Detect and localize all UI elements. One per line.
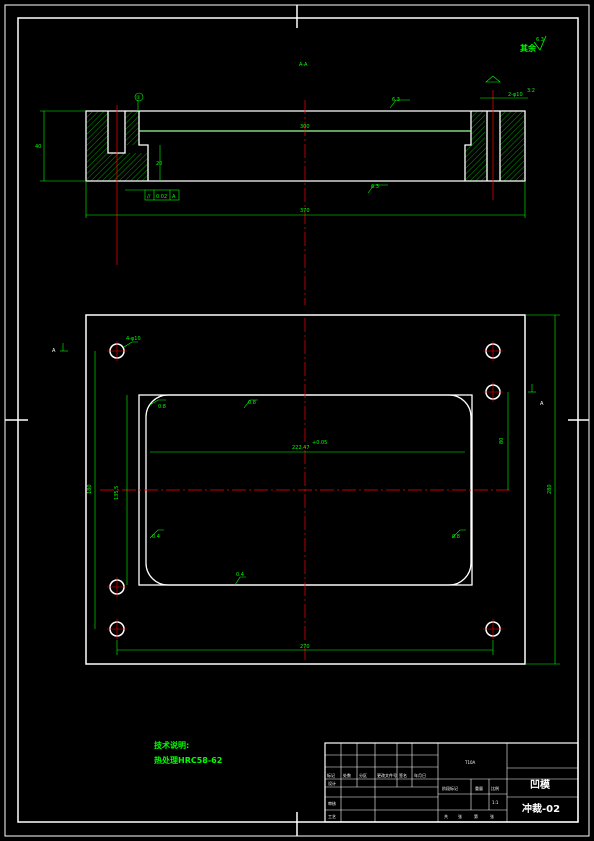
- tb-drawing-no: 冲裁-02: [522, 802, 560, 815]
- tolerance-datum: A: [172, 194, 176, 200]
- section-mark: A-A: [299, 62, 308, 68]
- datum-mark: ①: [136, 95, 141, 101]
- hatch-right-3: [465, 145, 487, 181]
- tb-sheet-1: 共: [444, 813, 448, 819]
- roughness-side: 6.3: [371, 184, 379, 190]
- roughness-3: 0.4: [152, 534, 160, 540]
- hole-callout: 2-φ10: [508, 92, 523, 98]
- section-label-a-right: A: [540, 401, 544, 407]
- tb-sheet-4: 张: [490, 813, 494, 819]
- global-roughness: 其余 6.3: [520, 35, 547, 53]
- roughness-global-value: 6.3: [536, 37, 544, 43]
- hole-roughness: 3.2: [527, 88, 535, 94]
- roughness-1: 0.8: [158, 404, 166, 410]
- dim-opening-height: 135.5: [114, 486, 120, 500]
- tb-sheet-3: 第: [474, 813, 478, 819]
- roughness-top: 6.3: [392, 97, 400, 103]
- tb-scale-label: 比例: [491, 785, 499, 791]
- tb-stage-mark: 阶段标记: [442, 785, 458, 791]
- tolerance-frame: // 0.02 A: [144, 189, 180, 201]
- dim-right-outer: 280: [547, 484, 553, 494]
- tb-header-5: 签名: [399, 772, 407, 778]
- tb-header-4: 更改文件号: [377, 772, 397, 778]
- dim-opening-width-tol: +0.05: [312, 440, 327, 446]
- hole-tl: [107, 341, 127, 361]
- tb-role-review: 审核: [328, 800, 336, 806]
- tolerance-value: 0.02: [156, 194, 167, 200]
- dim-right-inner: 80: [499, 438, 505, 444]
- holes: [107, 341, 503, 639]
- roughness-2: 0.8: [248, 400, 256, 406]
- tb-material: T10A: [464, 760, 476, 765]
- dim-bottom: 270: [300, 644, 310, 650]
- section-label-a-left: A: [52, 348, 56, 354]
- dim-width-inner: 300: [300, 124, 310, 130]
- dim-pitch-height: 180: [87, 484, 93, 494]
- dim-depth-pocket: 20: [156, 161, 162, 167]
- tolerance-symbol: //: [147, 194, 151, 200]
- tb-role-process: 工艺: [328, 814, 336, 819]
- roughness-5: 0.8: [452, 534, 460, 540]
- hole-tr: [483, 341, 503, 361]
- section-outline: [85, 110, 526, 182]
- hole-label: 4-φ10: [126, 336, 141, 342]
- hatch-left: [87, 111, 108, 181]
- datum-circle: [134, 92, 144, 102]
- tb-scale: 1:1: [492, 800, 499, 805]
- hatch-left-2: [125, 111, 139, 145]
- dim-opening-width: 222.47: [292, 445, 310, 451]
- hatch-left-3: [108, 153, 148, 181]
- plan-dim-lines: [60, 314, 560, 665]
- tb-header-6: 年月日: [414, 772, 426, 778]
- hatch-right-2: [471, 111, 485, 145]
- section-view: ① 40 300 20 370 6.3 6.3 2-φ10 3.2 // 0.0…: [35, 75, 535, 305]
- dim-height-total: 40: [35, 144, 41, 150]
- tb-header-3: 分区: [359, 772, 367, 778]
- tech-notes: 技术说明: 热处理HRC58-62: [154, 740, 222, 765]
- roughness-note-text: 其余: [520, 43, 537, 53]
- hole-bl1: [107, 577, 127, 597]
- section-dim-lines: [40, 75, 528, 218]
- dim-overall-length: 370: [300, 208, 310, 214]
- roughness-4: 0.4: [236, 572, 244, 578]
- centering-marks: [5, 5, 589, 836]
- tech-notes-title: 技术说明:: [154, 740, 189, 750]
- tb-header-1: 标记: [327, 772, 335, 778]
- hole-br: [483, 619, 503, 639]
- tech-notes-line1: 热处理HRC58-62: [154, 755, 222, 765]
- tb-sheet-2: 张: [458, 813, 462, 819]
- hole-bl2: [107, 619, 127, 639]
- tb-role-design: 设计: [328, 780, 336, 786]
- plan-outline: [85, 314, 526, 665]
- hole-r2: [483, 382, 503, 402]
- tb-weight: 重量: [475, 785, 483, 791]
- title-block: 标记 处数 分区 更改文件号 签名 年月日 设计 审核 工艺 阶段标记 重量 比…: [324, 742, 579, 823]
- plan-view: 4-φ10 A A 222.47 +0.05 135.5 180 80 280 …: [52, 314, 560, 665]
- tb-header-2: 处数: [343, 772, 351, 778]
- hatch-right: [500, 111, 524, 181]
- tb-part-name: 凹模: [530, 778, 551, 791]
